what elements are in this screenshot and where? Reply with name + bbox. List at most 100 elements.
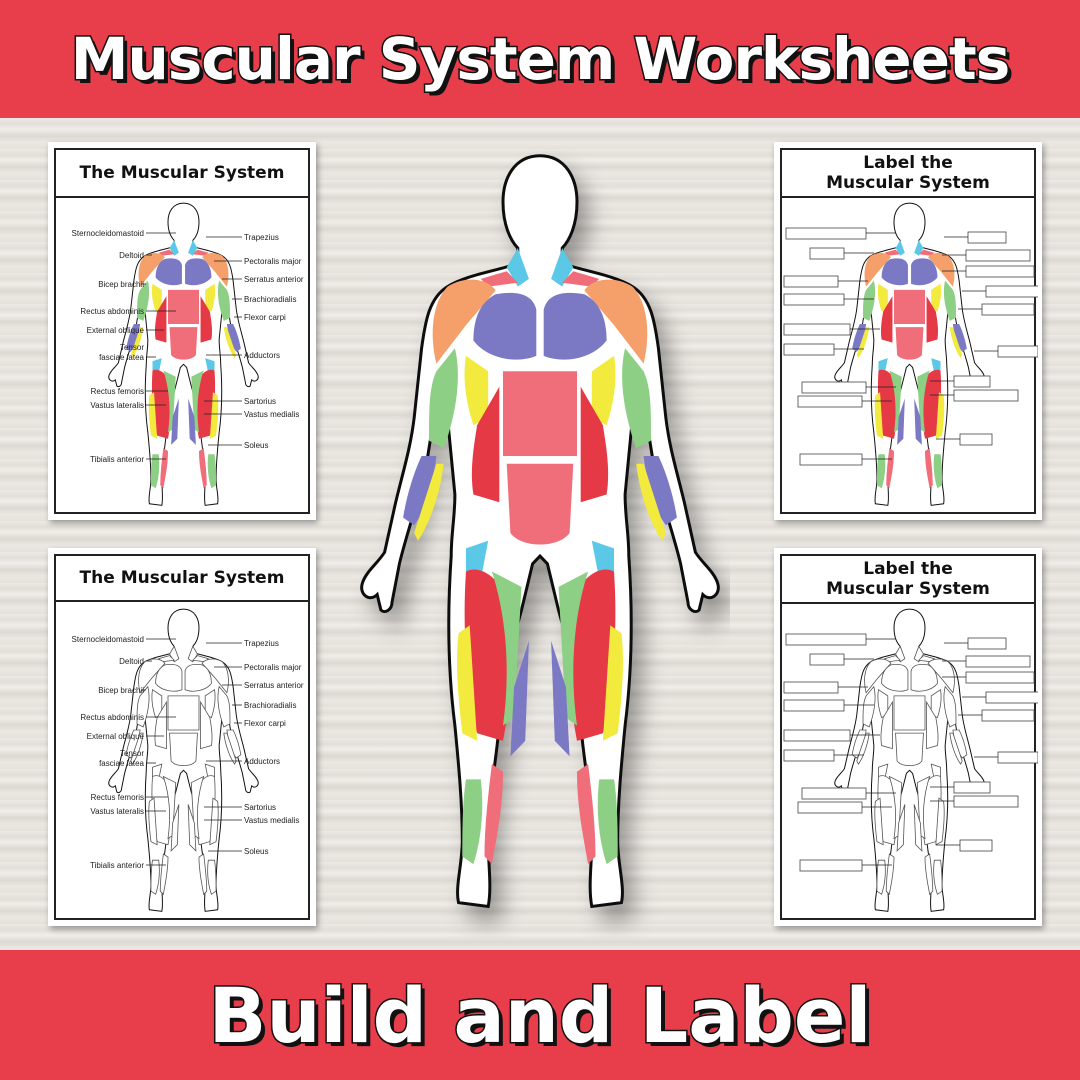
tensor-left bbox=[152, 358, 162, 374]
label-tibialis-anterior: Tibialis anterior bbox=[90, 455, 144, 464]
quad-right bbox=[568, 569, 616, 741]
forearm-left bbox=[403, 456, 437, 526]
body-figure bbox=[109, 609, 258, 911]
soleus-right bbox=[199, 854, 207, 894]
blank-label-box bbox=[783, 323, 851, 336]
worksheet-frame: Label the Muscular System bbox=[780, 148, 1038, 514]
deltoid-right bbox=[928, 659, 954, 693]
blank-label-box bbox=[783, 699, 845, 712]
neck-muscle-right bbox=[914, 240, 924, 256]
adductor-right bbox=[188, 804, 196, 851]
pectoral-right bbox=[185, 664, 211, 691]
body-figure bbox=[835, 609, 984, 911]
label-sternocleidomastoid: Sternocleidomastoid bbox=[72, 229, 144, 238]
tibialis-left bbox=[876, 454, 886, 489]
quad-right bbox=[921, 369, 942, 439]
adductor-left bbox=[171, 398, 179, 445]
blank-label-box bbox=[785, 227, 867, 240]
label-soleus: Soleus bbox=[244, 441, 268, 450]
label-rectus-femoris: Rectus femoris bbox=[91, 387, 144, 396]
adductor-right bbox=[551, 640, 570, 757]
label-deltoid: Deltoid bbox=[119, 657, 144, 666]
adductor-right bbox=[188, 398, 196, 445]
oblique-left bbox=[155, 702, 166, 749]
tibialis-right bbox=[207, 454, 217, 489]
oblique-right bbox=[926, 296, 939, 343]
deltoid-left bbox=[139, 659, 165, 693]
vastus-right bbox=[602, 625, 623, 741]
blank-label-box bbox=[783, 729, 851, 742]
bicep-left bbox=[863, 687, 875, 727]
blank-label-box bbox=[953, 781, 991, 794]
abs-lower bbox=[895, 327, 924, 360]
vastus-left bbox=[874, 392, 884, 439]
bicep-right bbox=[943, 280, 956, 321]
blank-label-box bbox=[997, 345, 1038, 358]
worksheet-outline-blank: Label the Muscular System bbox=[774, 548, 1042, 926]
worksheet-title: The Muscular System bbox=[79, 568, 285, 588]
label-serratus-anterior: Serratus anterior bbox=[244, 681, 304, 690]
vastus-left bbox=[149, 798, 157, 845]
blank-label-box bbox=[783, 293, 845, 306]
blank-label-box bbox=[985, 691, 1038, 704]
label-external-oblique: External oblique bbox=[87, 732, 145, 741]
label-trapezius: Trapezius bbox=[244, 233, 279, 242]
tibialis-right bbox=[934, 860, 942, 894]
oblique-right bbox=[201, 702, 212, 749]
blank-label-box bbox=[953, 375, 991, 388]
blank-label-box bbox=[965, 655, 1031, 668]
tibialis-right bbox=[597, 779, 618, 865]
soleus-left bbox=[484, 764, 503, 865]
worksheet-title: Label the Muscular System bbox=[826, 559, 990, 599]
label-brachioradialis: Brachioradialis bbox=[244, 701, 296, 710]
blank-label-box bbox=[801, 787, 867, 800]
deltoid-right bbox=[584, 279, 648, 364]
label-soleus: Soleus bbox=[244, 847, 268, 856]
soleus-left bbox=[160, 854, 168, 894]
bicep-right bbox=[217, 280, 230, 321]
oblique-left bbox=[881, 702, 892, 749]
tibialis-right bbox=[933, 454, 943, 489]
flexor-right bbox=[636, 463, 666, 541]
tibialis-left bbox=[151, 860, 159, 894]
forearm-left bbox=[126, 324, 141, 352]
quad-left bbox=[151, 369, 172, 439]
soleus-right bbox=[925, 854, 933, 894]
banner-subtitle: Build and Label bbox=[207, 969, 873, 1061]
sartorius-right bbox=[558, 571, 589, 726]
forearm-left bbox=[852, 324, 867, 352]
neck-muscle-right bbox=[188, 240, 198, 256]
label-serratus-anterior: Serratus anterior bbox=[244, 275, 304, 284]
body-figure bbox=[362, 156, 719, 907]
flexor-right bbox=[224, 733, 236, 764]
bicep-right bbox=[622, 348, 651, 449]
bicep-left bbox=[429, 348, 458, 449]
blank-label-box bbox=[783, 681, 839, 694]
pectoral-left bbox=[156, 664, 182, 691]
worksheet-title: The Muscular System bbox=[79, 163, 285, 183]
blank-label-box bbox=[797, 395, 863, 408]
worksheet-title-box: Label the Muscular System bbox=[782, 150, 1034, 198]
blank-label-box bbox=[783, 749, 835, 762]
abs-upper bbox=[503, 371, 577, 456]
blank-label-box bbox=[965, 265, 1035, 278]
blank-label-box bbox=[799, 859, 863, 872]
body-figure bbox=[109, 203, 258, 505]
deltoid-left bbox=[864, 252, 891, 287]
label-vastus-lateralis: Vastus lateralis bbox=[90, 401, 144, 410]
label-pectoralis-major: Pectoralis major bbox=[244, 257, 302, 266]
tensor-left bbox=[466, 540, 489, 580]
vastus-right bbox=[936, 798, 944, 845]
flexor-left bbox=[131, 733, 143, 764]
soleus-right bbox=[199, 448, 207, 489]
oblique-left bbox=[880, 296, 893, 343]
blank-label-box bbox=[809, 653, 845, 666]
blank-label-box bbox=[783, 275, 839, 288]
label-rectus-femoris: Rectus femoris bbox=[91, 793, 144, 802]
abs-upper bbox=[894, 289, 925, 324]
blank-label-box bbox=[965, 249, 1031, 262]
neck-muscle-right bbox=[551, 248, 574, 287]
